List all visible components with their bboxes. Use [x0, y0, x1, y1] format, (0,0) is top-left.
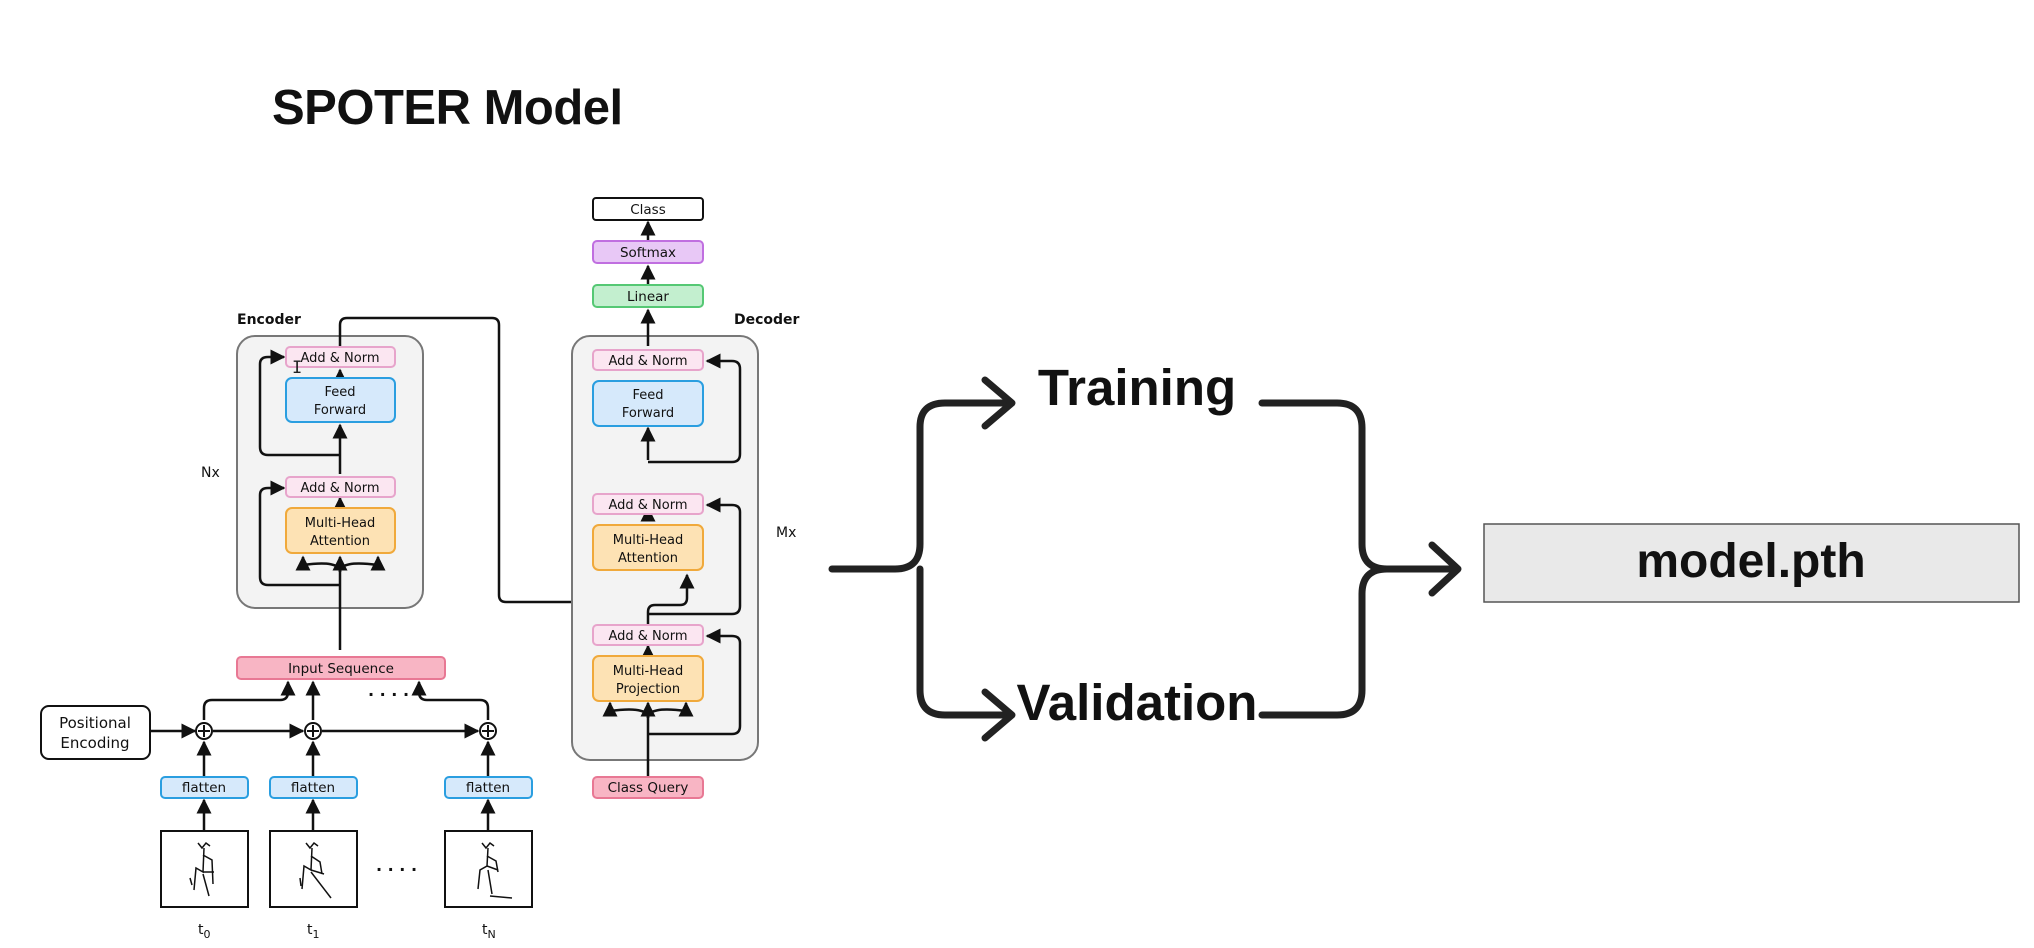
softmax-label: Softmax — [620, 245, 676, 261]
class-output-label: Class — [630, 202, 666, 218]
skeleton-frame-0 — [160, 830, 249, 908]
input-path-group: Input Sequence . . . . Positional Encodi… — [40, 656, 533, 941]
skeleton-frame-n — [444, 830, 533, 908]
decoder-add-norm-3 — [592, 624, 704, 646]
training-arrow-head — [981, 376, 1016, 430]
decoder-add-norm-1-label: Add & Norm — [608, 354, 687, 369]
page-title: SPOTER Model — [272, 81, 623, 135]
decoder-group: Decoder Mx Add & Norm Feed Forward — [571, 197, 800, 799]
flatten-box-n — [444, 776, 533, 799]
softmax-box — [592, 240, 704, 264]
encoder-add-norm-bottom-label: Add & Norm — [300, 481, 379, 496]
right-brace — [1258, 399, 1461, 573]
encoder-add-norm-bottom — [285, 476, 396, 498]
text-cursor-icon: I — [292, 358, 302, 378]
plus-node-1 — [304, 722, 322, 740]
decoder-multi-head-projection — [592, 655, 704, 702]
flatten-box-1 — [269, 776, 358, 799]
input-sequence-label: Input Sequence — [288, 661, 394, 677]
encoder-repeat-label: Nx — [201, 465, 220, 481]
decoder-add-norm-1 — [592, 349, 704, 371]
plus-node-n — [479, 722, 497, 740]
encoder-block — [236, 335, 424, 609]
encoder-add-norm-top — [285, 346, 396, 368]
input-ellipsis: . . . . — [368, 681, 409, 700]
positional-encoding-line1: Positional — [59, 714, 131, 732]
encoder-attention-line1: Multi-Head — [305, 516, 375, 531]
left-brace — [828, 399, 1012, 573]
decoder-add-norm-2-label: Add & Norm — [608, 498, 687, 513]
validation-label: Validation — [1017, 674, 1258, 731]
encoder-attention-line2: Attention — [310, 534, 370, 549]
encoder-multi-head-attention — [285, 507, 396, 554]
linear-label: Linear — [627, 289, 669, 305]
time-label-0: t0 — [198, 922, 211, 941]
model-file-label: model.pth — [1636, 535, 1865, 588]
flatten-label-0: flatten — [182, 780, 226, 796]
svg-text:t0: t0 — [198, 922, 211, 941]
time-label-n: tN — [482, 922, 496, 941]
decoder-attention-line2: Attention — [618, 551, 678, 566]
plus-node-0 — [195, 722, 213, 740]
encoder-heading: Encoder — [237, 312, 301, 328]
time-label-1: t1 — [307, 922, 320, 941]
skeleton-frame-1 — [269, 830, 358, 908]
decoder-heading: Decoder — [734, 312, 800, 328]
flatten-box-0 — [160, 776, 249, 799]
svg-text:tN: tN — [482, 922, 496, 941]
class-query-box — [592, 776, 704, 799]
class-output-box — [592, 197, 704, 221]
flatten-label-n: flatten — [466, 780, 510, 796]
decoder-add-norm-3-label: Add & Norm — [608, 629, 687, 644]
decoder-add-norm-2 — [592, 493, 704, 515]
linear-box — [592, 284, 704, 308]
decoder-feed-forward — [592, 380, 704, 427]
decoder-projection-line1: Multi-Head — [613, 664, 683, 679]
svg-text:t1: t1 — [307, 922, 320, 941]
decoder-feed-forward-line2: Forward — [622, 406, 674, 421]
positional-encoding-box — [40, 705, 151, 760]
flow-group: Training Validation model.pth — [828, 359, 2020, 742]
decoder-attention-line1: Multi-Head — [613, 533, 683, 548]
encoder-feed-forward-line2: Forward — [314, 403, 366, 418]
decoder-multi-head-attention — [592, 524, 704, 571]
encoder-feed-forward-line1: Feed — [324, 385, 355, 400]
model-file-box — [1483, 523, 2020, 603]
output-arrow-head — [1428, 541, 1462, 597]
frames-ellipsis: . . . . — [376, 856, 417, 875]
decoder-feed-forward-line1: Feed — [632, 388, 663, 403]
training-label: Training — [1038, 359, 1236, 416]
decoder-projection-line2: Projection — [616, 682, 680, 697]
decoder-repeat-label: Mx — [776, 525, 796, 541]
encoder-add-norm-top-label: Add & Norm — [300, 351, 379, 366]
input-sequence-box — [236, 656, 446, 680]
flatten-label-1: flatten — [291, 780, 335, 796]
validation-arrow-head — [981, 688, 1016, 742]
encoder-group: Encoder Nx Add & Norm Feed Forward Add &… — [201, 312, 656, 650]
class-query-label: Class Query — [608, 780, 689, 796]
positional-encoding-line2: Encoding — [60, 734, 129, 752]
encoder-feed-forward — [285, 377, 396, 423]
